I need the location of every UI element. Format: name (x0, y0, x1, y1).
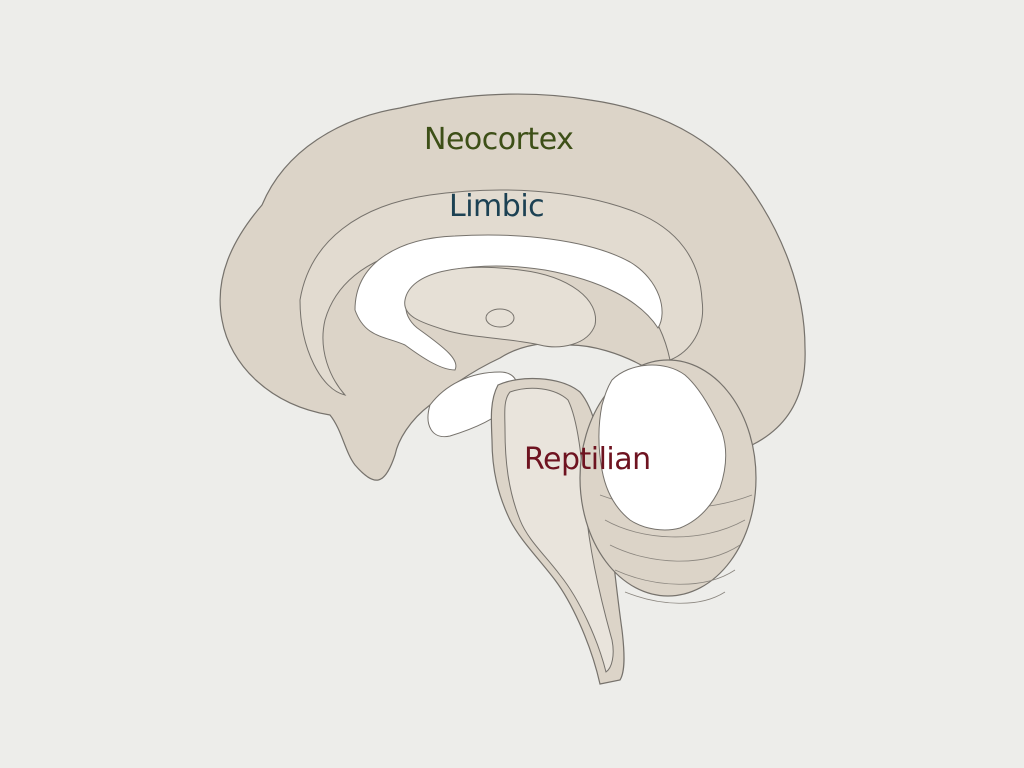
arbor-vitae (598, 364, 727, 531)
massa-intermedia (485, 308, 515, 328)
lateral-ventricle (354, 234, 663, 371)
thalamus (404, 266, 597, 348)
neocortex-label: Neocortex (424, 122, 574, 157)
reptilian-label: Reptilian (524, 442, 651, 477)
cerebellum-folia (599, 494, 753, 604)
limbic-label: Limbic (449, 189, 545, 224)
aqueduct (504, 387, 614, 673)
